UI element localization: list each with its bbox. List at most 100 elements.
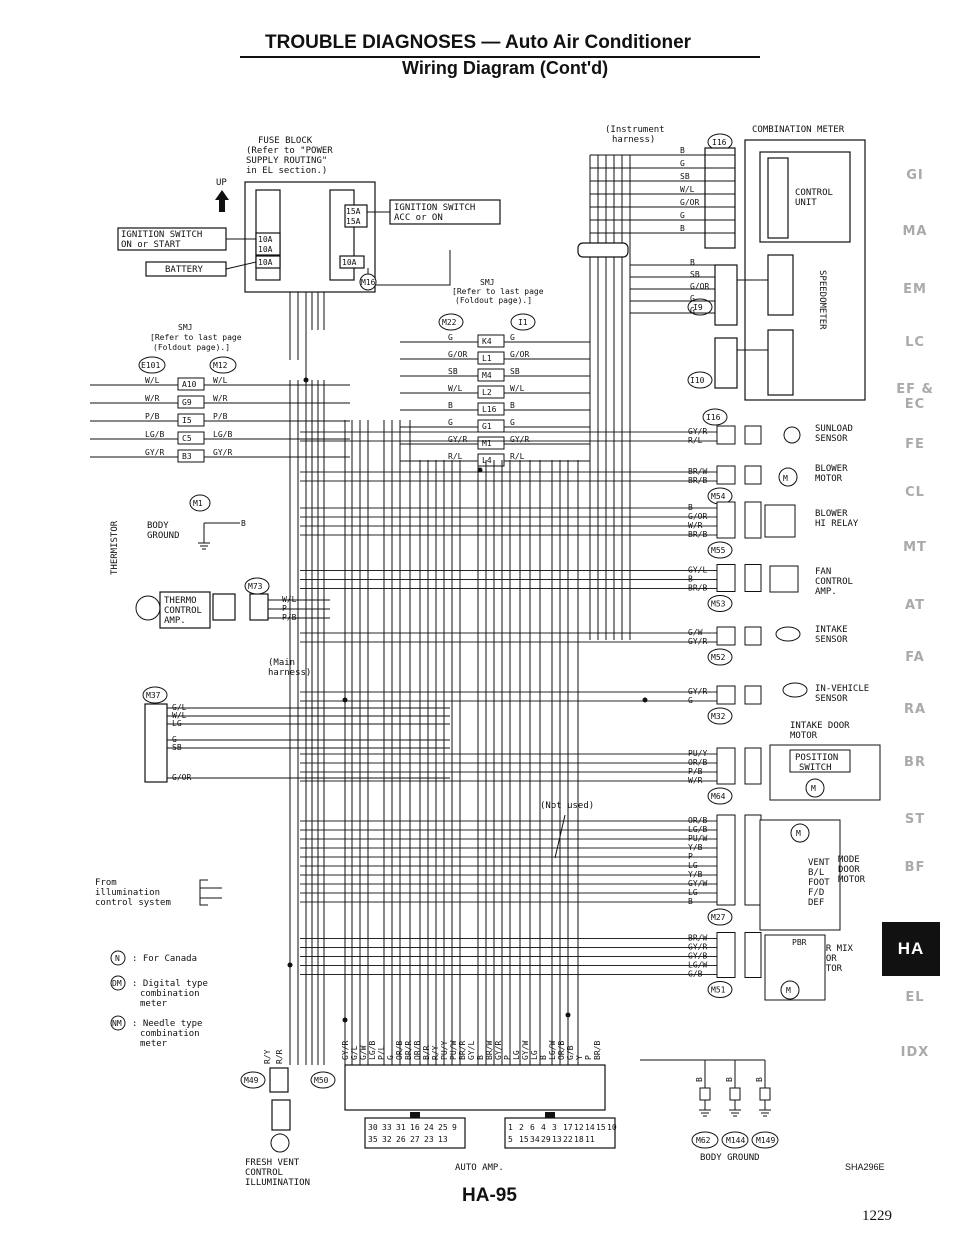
section-tab-bf[interactable]: BF <box>904 860 926 875</box>
section-tab-fa[interactable]: FA <box>905 650 925 665</box>
bottom-wire-color: PU/Y <box>440 1041 449 1060</box>
smj-left-1: SMJ <box>178 323 192 332</box>
auto-amp-pin-left: 9 <box>452 1123 457 1132</box>
instr-color: W/L <box>680 185 695 194</box>
conn-blower-relay: M55 <box>711 546 726 555</box>
position-switch-1: POSITION <box>795 753 838 763</box>
legend-nm-2: combination <box>140 1029 200 1039</box>
bottom-wire-color: OR/B <box>557 1041 566 1060</box>
section-tab-fe[interactable]: FE <box>905 437 925 452</box>
intake-sensor-label: INTAKE <box>815 625 848 635</box>
up-arrow-stem <box>219 200 225 212</box>
intake-door-label-2: MOTOR <box>790 731 818 741</box>
smj-left-color: LG/B <box>145 430 164 439</box>
section-tab-at[interactable]: AT <box>905 598 925 613</box>
smj-mid-color-l: B <box>448 401 453 410</box>
section-tab-em[interactable]: EM <box>903 282 927 297</box>
bottom-wire-color: P <box>503 1055 512 1060</box>
smj-left-pin: I5 <box>182 416 192 425</box>
smj-left-2: [Refer to last page <box>150 333 242 342</box>
section-tab-st[interactable]: ST <box>904 812 926 827</box>
auto-amp-pin-left: 26 <box>396 1135 406 1144</box>
section-tab-lc[interactable]: LC <box>905 335 925 350</box>
intake-door-label-1: INTAKE DOOR <box>790 721 850 731</box>
conn-blower-motor: M54 <box>711 492 726 501</box>
bottom-wire-color: G <box>386 1055 395 1060</box>
mode-motor-symbol: M <box>796 829 801 838</box>
ign-on-start-l1: IGNITION SWITCH <box>121 230 202 240</box>
section-tab-ha[interactable]: HA <box>882 922 940 976</box>
up-arrow-icon <box>215 190 229 200</box>
bottom-wire-color: GY/W <box>521 1041 530 1060</box>
smj-left-color-r: W/R <box>213 394 228 403</box>
section-tab-gi[interactable]: GI <box>906 168 924 183</box>
fresh-vent-conn <box>271 1099 291 1131</box>
smj-left-color-r: W/L <box>213 376 228 385</box>
section-tab-cl[interactable]: CL <box>905 485 925 500</box>
i10-connector <box>714 337 738 389</box>
instr-harness-1: (Instrument <box>605 125 665 135</box>
smj-left-pin: B3 <box>182 452 192 461</box>
blower-motor-symbol: M <box>783 474 788 483</box>
conn-airmix-door: M51 <box>711 986 726 995</box>
section-tab-mt[interactable]: MT <box>903 540 927 555</box>
sunload-label: SUNLOAD <box>815 424 853 434</box>
auto-amp-pin-right: 18 <box>574 1135 584 1144</box>
bottom-wire-color: B <box>476 1055 485 1060</box>
body-ground-left-1: BODY <box>147 521 169 531</box>
smj-mid-pin: L16 <box>482 405 497 414</box>
mode-door-label: DOOR <box>838 865 860 875</box>
section-tab-ra[interactable]: RA <box>903 702 927 717</box>
smj-left-pin: A10 <box>182 380 197 389</box>
connector-m16-icon <box>359 273 377 291</box>
section-tab-efec[interactable]: EF & EC <box>896 382 934 412</box>
fan-amp-connector <box>716 564 736 592</box>
section-tab-el[interactable]: EL <box>905 990 925 1005</box>
smj-mid-color-r: R/L <box>510 452 525 461</box>
auto-amp-pin-left: 32 <box>382 1135 392 1144</box>
blower-motor-connector <box>716 465 736 485</box>
auto-amp-conn-left <box>364 1117 466 1149</box>
m49-conn <box>269 1067 289 1093</box>
airmix-door-label: MOTOR <box>815 964 843 974</box>
control-unit-l1: CONTROL <box>795 188 833 198</box>
legend-dm-1: : Digital type <box>132 979 208 989</box>
smj-mid-color-r: GY/R <box>510 435 529 444</box>
fresh-vent-lamp-icon <box>270 1133 290 1153</box>
body-ground-bottom-label: BODY GROUND <box>700 1153 760 1163</box>
bottom-wire-color: B <box>539 1055 548 1060</box>
bottom-wire-color: LG/B <box>368 1041 377 1060</box>
auto-amp-pin-left: 27 <box>410 1135 420 1144</box>
section-tab-ma[interactable]: MA <box>902 224 928 239</box>
ground-wire-color: B <box>725 1077 734 1082</box>
airmix-door-label: DOOR <box>815 954 837 964</box>
pbr-label: PBR <box>792 938 807 947</box>
mode-position-label: F/D <box>808 888 824 898</box>
fuse-10a-a <box>255 232 281 256</box>
smj-left-pin: C5 <box>182 434 192 443</box>
smj-mid-color-l: GY/R <box>448 435 467 444</box>
smj-mid-color-l: G/OR <box>448 350 467 359</box>
smj-mid-color-r: SB <box>510 367 520 376</box>
auto-amp-frame <box>344 1064 606 1111</box>
instr-bus <box>577 242 629 258</box>
control-unit-conn <box>767 157 789 239</box>
smj-mid-pin: G1 <box>482 422 492 431</box>
mode-door-label: MOTOR <box>838 875 866 885</box>
conn-fan-amp: M53 <box>711 600 726 609</box>
page-subtitle: Wiring Diagram (Cont'd) <box>402 58 609 78</box>
fan-amp-icon <box>769 565 799 593</box>
section-tab-br[interactable]: BR <box>904 755 926 770</box>
section-tab-idx[interactable]: IDX <box>900 1045 930 1060</box>
mode-position-label: FOOT <box>808 878 830 888</box>
bottom-wire-color: G/W <box>359 1045 368 1060</box>
bus-wires <box>287 377 648 1065</box>
fan-amp-label: FAN <box>815 567 831 577</box>
m37-connector <box>144 703 168 783</box>
bottom-wire-color: B/R <box>422 1045 431 1060</box>
ground-conn-icon <box>721 1131 749 1149</box>
smj-left-color: W/L <box>145 376 160 385</box>
